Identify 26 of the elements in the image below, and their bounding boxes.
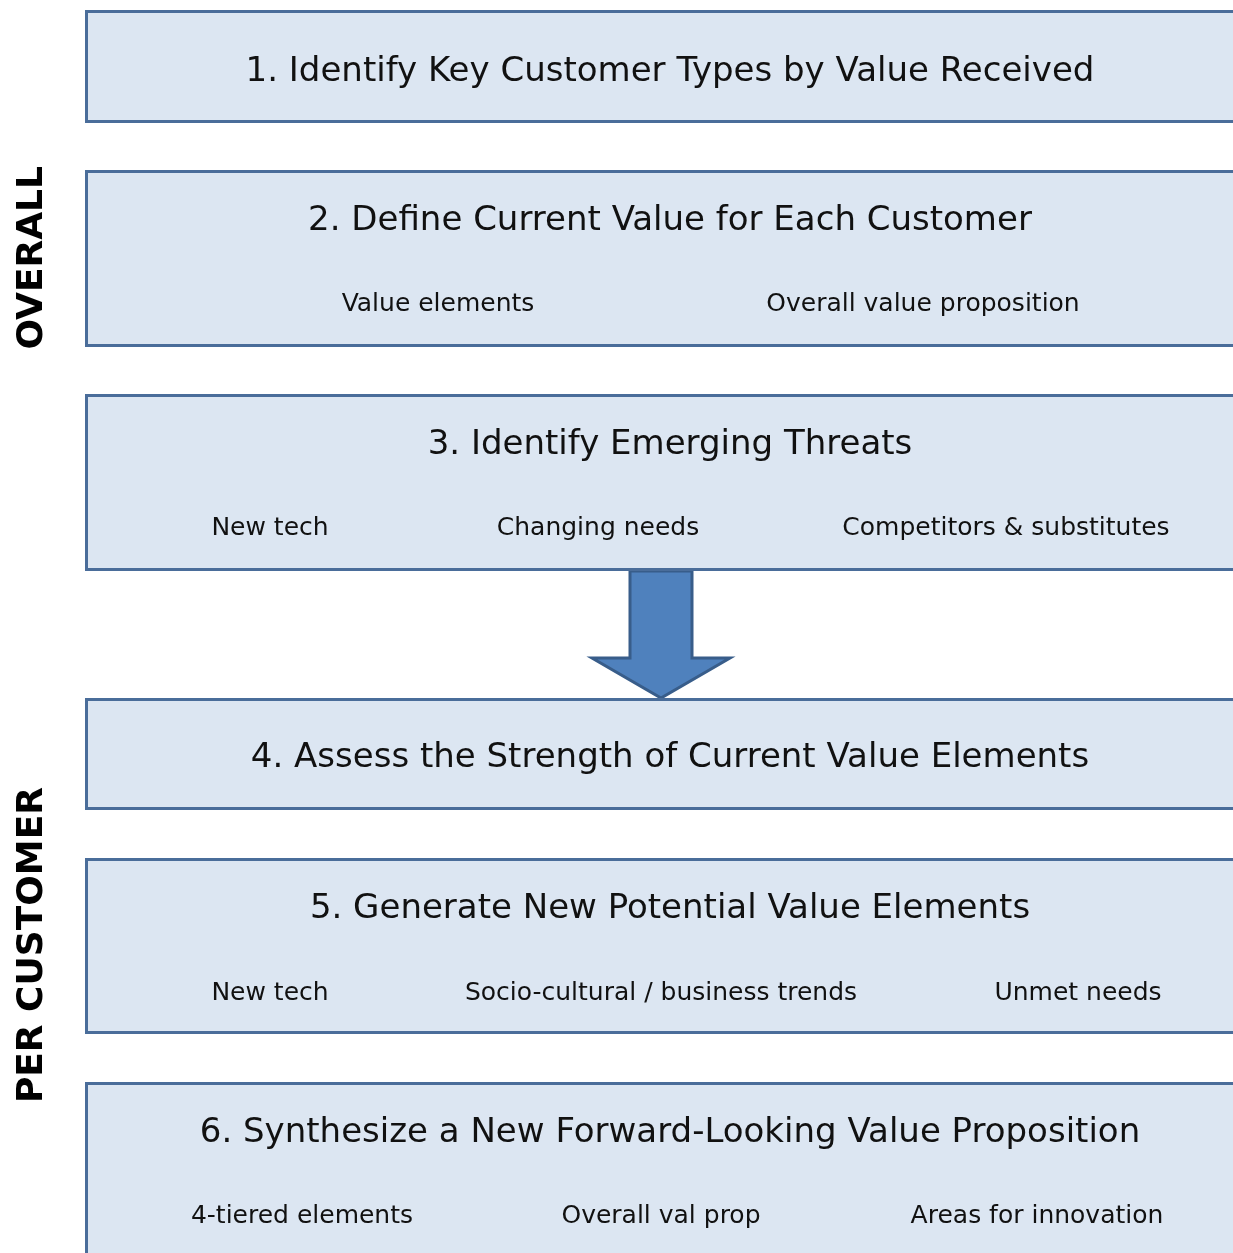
sub-item: New tech [211, 976, 329, 1008]
step-title: 3. Identify Emerging Threats [426, 421, 914, 464]
sub-item: Overall value proposition [766, 287, 1080, 319]
step-box [85, 1082, 1233, 1253]
sub-item: 4-tiered elements [190, 1199, 414, 1231]
step-box [85, 10, 1233, 123]
sub-item: Competitors & substitutes [842, 511, 1170, 543]
step-title: 5. Generate New Potential Value Elements [308, 885, 1032, 928]
step-box [85, 698, 1233, 810]
sub-item: Overall val prop [561, 1199, 761, 1231]
sub-item: Unmet needs [994, 976, 1162, 1008]
step-title: 2. Define Current Value for Each Customer [307, 197, 1033, 240]
sub-item: Value elements [341, 287, 535, 319]
section-label: OVERALL [10, 166, 50, 350]
step-box [85, 394, 1233, 571]
sub-item: New tech [211, 511, 329, 543]
block-arrow [586, 569, 736, 700]
sub-item: Areas for innovation [910, 1199, 1164, 1231]
step-title: 4. Assess the Strength of Current Value Elements [249, 734, 1091, 777]
sub-item: Socio-cultural / business trends [464, 976, 858, 1008]
step-box [85, 170, 1233, 347]
sub-item: Changing needs [496, 511, 700, 543]
step-title: 1. Identify Key Customer Types by Value Received [244, 48, 1096, 91]
step-box [85, 858, 1233, 1034]
section-label: PER CUSTOMER [10, 786, 50, 1104]
step-title: 6. Synthesize a New Forward-Looking Value Proposition [198, 1109, 1142, 1152]
